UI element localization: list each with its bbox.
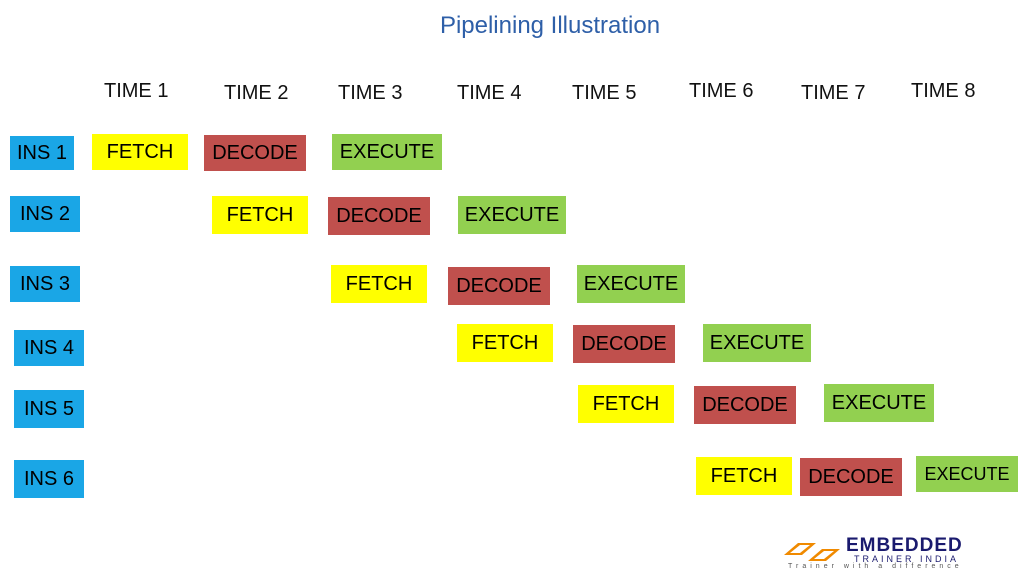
execute-stage-6: EXECUTE: [916, 456, 1018, 492]
time-header-4: TIME 4: [457, 82, 522, 104]
fetch-stage-1: FETCH: [92, 134, 188, 170]
execute-stage-4: EXECUTE: [703, 324, 811, 362]
instruction-label-3: INS 3: [10, 266, 80, 302]
logo-tagline: Trainer with a difference: [788, 563, 963, 570]
embedded-trainer-logo: EMBEDDED TRAINER INDIA Trainer with a di…: [782, 535, 1020, 571]
decode-stage-3: DECODE: [448, 267, 550, 305]
instruction-label-4: INS 4: [14, 330, 84, 366]
time-header-5: TIME 5: [572, 82, 637, 104]
fetch-stage-2: FETCH: [212, 196, 308, 234]
fetch-stage-5: FETCH: [578, 385, 674, 423]
time-header-8: TIME 8: [911, 80, 976, 102]
instruction-label-5: INS 5: [14, 390, 84, 428]
logo-subtitle: TRAINER INDIA: [854, 554, 960, 564]
time-header-7: TIME 7: [801, 82, 866, 104]
time-header-3: TIME 3: [338, 82, 403, 104]
fetch-stage-4: FETCH: [457, 324, 553, 362]
logo-wordmark: EMBEDDED: [846, 535, 963, 556]
logo-mark-icon: [784, 543, 840, 561]
execute-stage-2: EXECUTE: [458, 196, 566, 234]
instruction-label-2: INS 2: [10, 196, 80, 232]
time-header-6: TIME 6: [689, 80, 754, 102]
time-header-1: TIME 1: [104, 80, 169, 102]
decode-stage-4: DECODE: [573, 325, 675, 363]
execute-stage-3: EXECUTE: [577, 265, 685, 303]
decode-stage-5: DECODE: [694, 386, 796, 424]
instruction-label-6: INS 6: [14, 460, 84, 498]
decode-stage-2: DECODE: [328, 197, 430, 235]
diagram-title: Pipelining Illustration: [439, 12, 661, 39]
decode-stage-6: DECODE: [800, 458, 902, 496]
execute-stage-5: EXECUTE: [824, 384, 934, 422]
decode-stage-1: DECODE: [204, 135, 306, 171]
execute-stage-1: EXECUTE: [332, 134, 442, 170]
time-header-2: TIME 2: [224, 82, 289, 104]
fetch-stage-3: FETCH: [331, 265, 427, 303]
fetch-stage-6: FETCH: [696, 457, 792, 495]
instruction-label-1: INS 1: [10, 136, 74, 170]
